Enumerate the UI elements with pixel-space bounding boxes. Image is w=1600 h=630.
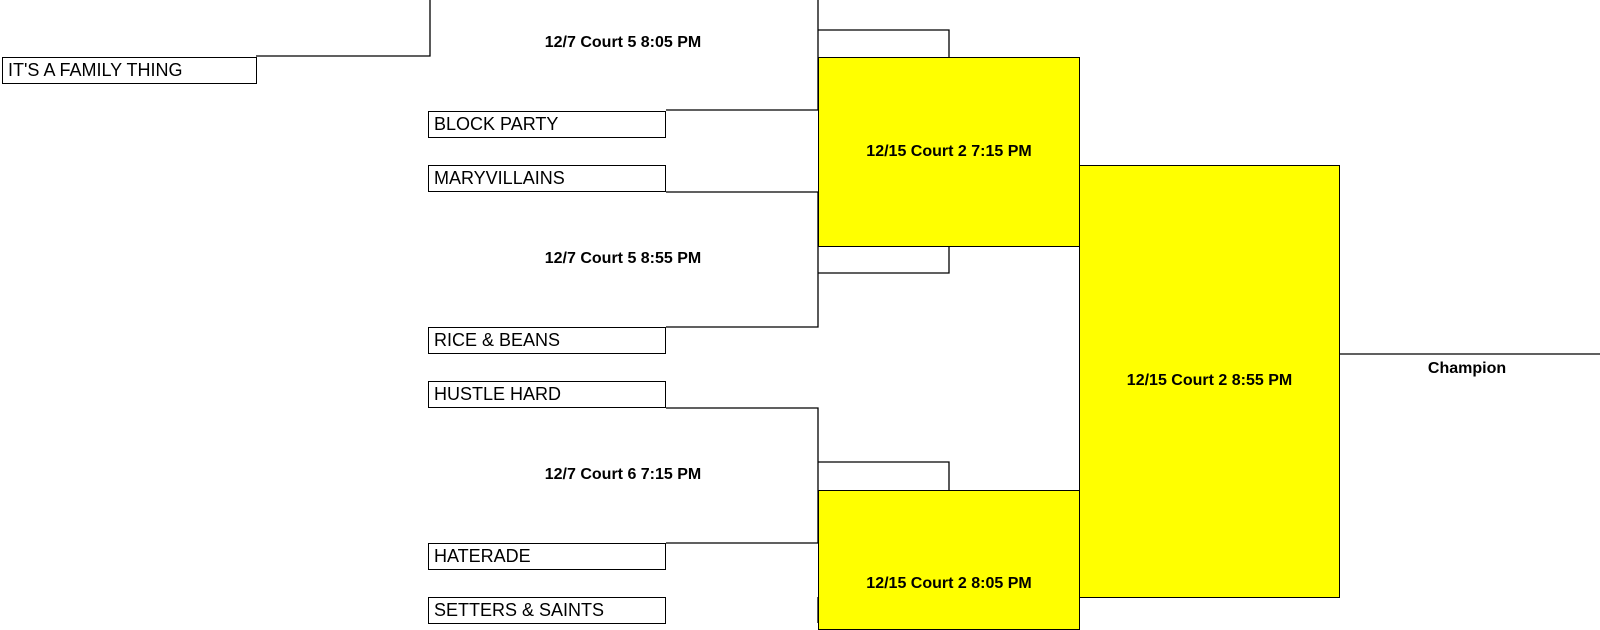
team-box-block-party: BLOCK PARTY [428,111,666,138]
team-box-haterade: HATERADE [428,543,666,570]
team-box-setters-saints: SETTERS & SAINTS [428,597,666,624]
connector-g805-to-semi [818,29,950,57]
game-label-semi-715: 12/15 Court 2 7:15 PM [866,143,1032,160]
team-box-maryvillains: MARYVILLAINS [428,165,666,192]
game-label-semi-805: 12/15 Court 2 8:05 PM [866,575,1032,592]
connector-g715-to-semi [818,461,950,490]
game-label-final: 12/15 Court 2 8:55 PM [1126,372,1293,389]
team-box-family-thing: IT'S A FAMILY THING [2,57,257,84]
semi-box-715: 12/15 Court 2 7:15 PM [818,57,1080,247]
game-label-g715: 12/7 Court 6 7:15 PM [544,466,702,483]
game-label-g805: 12/7 Court 5 8:05 PM [544,34,702,51]
final-box: 12/15 Court 2 8:55 PM [1079,165,1340,598]
team-box-hustle-hard: HUSTLE HARD [428,381,666,408]
connector-g805 [666,0,819,111]
connector-family-thing [256,0,431,57]
champion-label: Champion [1427,360,1507,377]
connector-g715 [666,407,819,544]
connector-g855-to-semi [818,246,950,274]
team-box-rice-beans: RICE & BEANS [428,327,666,354]
connector-g855 [666,191,819,328]
game-label-g855: 12/7 Court 5 8:55 PM [544,250,702,267]
semi-box-805: 12/15 Court 2 8:05 PM [818,490,1080,630]
